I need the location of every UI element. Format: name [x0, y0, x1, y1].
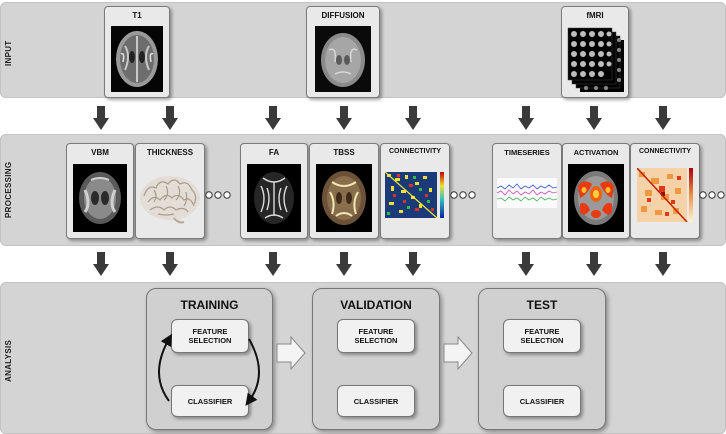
arrow-down-icon [518, 106, 534, 130]
activation-brain-image [568, 164, 624, 232]
stage-title-test: TEST [526, 298, 558, 312]
arrow-down-icon [93, 252, 109, 276]
arrow-down-icon [162, 252, 178, 276]
feature-selection-box-test: FEATURE SELECTION [503, 319, 581, 353]
arrow-down-icon [586, 252, 602, 276]
input-title-diffusion: DIFFUSION [321, 11, 365, 20]
analysis-label: ANALYSIS [4, 339, 13, 382]
arrow-down-icon [655, 106, 671, 130]
arrow-down-icon [265, 252, 281, 276]
classifier-box-training: CLASSIFIER [171, 385, 249, 417]
more-dots-icon [699, 191, 725, 199]
stage-test: TEST FEATURE SELECTION CLASSIFIER [478, 288, 606, 430]
processing-title-connectivity-fmri: CONNECTIVITY [638, 148, 692, 155]
processing-card-connectivity-dti: CONNECTIVITY [380, 143, 450, 239]
feedback-loop-arrows-icon [158, 333, 260, 406]
processing-title-vbm: VBM [91, 148, 109, 157]
arrow-right-icon [276, 336, 306, 370]
classifier-box-validation: CLASSIFIER [337, 385, 415, 417]
processing-label: PROCESSING [4, 161, 13, 218]
arrow-down-icon [518, 252, 534, 276]
thickness-surface-image [138, 166, 202, 230]
stage-training: TRAINING FEATURE SELECTION CLASSIFIER [146, 288, 273, 430]
tbss-brain-image [316, 164, 372, 232]
classifier-label: CLASSIFIER [519, 396, 565, 406]
vbm-brain-image [73, 164, 127, 232]
processing-title-activation: ACTIVATION [573, 148, 619, 157]
arrow-down-icon [162, 106, 178, 130]
processing-title-thickness: THICKNESS [146, 148, 194, 157]
processing-title-connectivity-dti: CONNECTIVITY [388, 148, 442, 155]
input-card-diffusion: DIFFUSION [306, 6, 380, 98]
diffusion-brain-image [315, 26, 371, 92]
processing-card-thickness: THICKNESS [135, 143, 205, 239]
fa-brain-image [247, 164, 301, 232]
classifier-label: CLASSIFIER [353, 396, 399, 406]
processing-title-tbss: TBSS [333, 148, 355, 157]
feature-selection-label: FEATURE SELECTION [520, 327, 564, 345]
arrow-down-icon [265, 106, 281, 130]
dti-connectivity-matrix-image [384, 171, 445, 219]
more-dots-icon [205, 191, 231, 199]
stage-title-validation: VALIDATION [340, 298, 412, 312]
input-card-fmri: fMRI [561, 6, 629, 98]
input-card-t1: T1 [104, 6, 170, 98]
feature-selection-label: FEATURE SELECTION [188, 327, 232, 345]
arrow-down-icon [405, 106, 421, 130]
feature-selection-box-training: FEATURE SELECTION [171, 319, 249, 353]
arrow-down-icon [336, 106, 352, 130]
arrow-down-icon [655, 252, 671, 276]
stage-title-training: TRAINING [180, 298, 239, 312]
feature-selection-box-validation: FEATURE SELECTION [337, 319, 415, 353]
arrow-right-icon [443, 336, 473, 370]
arrow-down-icon [405, 252, 421, 276]
fmri-connectivity-matrix-image [636, 167, 693, 223]
arrow-down-icon [586, 106, 602, 130]
stage-validation: VALIDATION FEATURE SELECTION CLASSIFIER [312, 288, 440, 430]
processing-card-activation: ACTIVATION [562, 143, 630, 239]
classifier-box-test: CLASSIFIER [503, 385, 581, 417]
processing-card-vbm: VBM [66, 143, 134, 239]
more-dots-icon [450, 191, 476, 199]
t1-brain-image [111, 26, 163, 92]
processing-title-timeseries: TIMESERIES [504, 148, 550, 157]
processing-card-fa: FA [240, 143, 308, 239]
input-title-fmri: fMRI [586, 11, 604, 20]
classifier-label: CLASSIFIER [187, 396, 233, 406]
input-title-t1: T1 [132, 11, 142, 20]
timeseries-plot-image [496, 178, 558, 208]
input-label: INPUT [4, 40, 13, 67]
processing-card-timeseries: TIMESERIES [492, 143, 562, 239]
processing-title-fa: FA [268, 148, 280, 157]
processing-card-connectivity-fmri: CONNECTIVITY [630, 143, 700, 239]
feature-selection-label: FEATURE SELECTION [354, 327, 398, 345]
arrow-down-icon [336, 252, 352, 276]
fmri-stack-image [566, 26, 626, 94]
processing-card-tbss: TBSS [309, 143, 379, 239]
arrow-down-icon [93, 106, 109, 130]
